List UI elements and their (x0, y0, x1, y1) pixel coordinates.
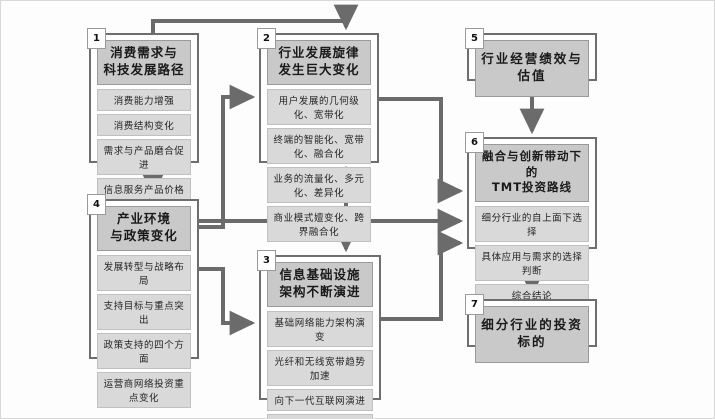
node-2[interactable]: 2 行业发展旋律 发生巨大变化 用户发展的几何级化、宽带化 终端的智能化、宽带化… (257, 28, 379, 242)
node-2-badge: 2 (257, 28, 276, 49)
node-3-title-line1: 信息基础设施 (279, 267, 361, 282)
node-4-title: 产业环境 与政策变化 (97, 206, 191, 251)
node-7-title-line1: 细分行业的投资标的 (481, 317, 583, 349)
node-6-title-line1: 融合与创新带动下的 (482, 149, 582, 179)
wire-2-to-6 (379, 97, 464, 204)
node-6-row-2[interactable]: 具体应用与需求的选择判断 (475, 244, 589, 281)
node-1-badge: 1 (87, 28, 106, 49)
node-2-title: 行业发展旋律 发生巨大变化 (267, 40, 371, 85)
wire-1-to-2 (151, 4, 359, 33)
node-1-title: 消费需求与 科技发展路径 (97, 40, 191, 85)
node-5[interactable]: 5 行业经营绩效与估值 (465, 28, 597, 97)
node-3[interactable]: 3 信息基础设施 架构不断演进 基础网络能力架构演变 光纤和无线宽带趋势加速 向… (257, 250, 381, 418)
wire-3-to-6 (381, 230, 464, 321)
node-5-badge: 5 (465, 28, 484, 49)
node-1[interactable]: 1 消费需求与 科技发展路径 消费能力增强 消费结构变化 需求与产品磨合促进 信… (87, 28, 199, 214)
node-4-badge: 4 (87, 194, 106, 215)
node-6-badge: 6 (465, 132, 484, 153)
node-1-title-line1: 消费需求与 (110, 45, 178, 60)
node-1-rows: 消费能力增强 消费结构变化 需求与产品磨合促进 信息服务产品价格下降 (97, 88, 191, 214)
wire-4-to-2 (199, 84, 256, 229)
node-3-title-line2: 架构不断演进 (279, 283, 361, 299)
node-4[interactable]: 4 产业环境 与政策变化 发展转型与战略布局 支持目标与重点突出 政策支持的四个… (87, 194, 199, 408)
node-2-title-line2: 发生巨大变化 (278, 61, 360, 77)
node-2-row-3[interactable]: 业务的流量化、多元化、差异化 (267, 166, 371, 203)
node-4-row-4[interactable]: 运营商网络投资重点变化 (97, 371, 191, 408)
node-5-title-line1: 行业经营绩效与估值 (481, 51, 583, 83)
node-2-title-line1: 行业发展旋律 (278, 45, 360, 60)
node-4-row-3[interactable]: 政策支持的四个方面 (97, 332, 191, 369)
wire-4-to-3 (199, 267, 256, 336)
node-6-row-1[interactable]: 细分行业的自上面下选择 (475, 205, 589, 242)
node-2-row-1[interactable]: 用户发展的几何级化、宽带化 (267, 88, 371, 125)
node-4-title-line2: 与政策变化 (110, 227, 178, 243)
node-5-title: 行业经营绩效与估值 (475, 40, 589, 97)
node-2-row-2[interactable]: 终端的智能化、宽带化、融合化 (267, 127, 371, 164)
node-3-row-4[interactable]: 全球基础设施建设重点变化 (267, 413, 373, 418)
node-7[interactable]: 7 细分行业的投资标的 (465, 294, 597, 363)
node-6-rows: 细分行业的自上面下选择 具体应用与需求的选择判断 综合结论 (475, 205, 589, 306)
node-7-title: 细分行业的投资标的 (475, 306, 589, 363)
node-3-row-1[interactable]: 基础网络能力架构演变 (267, 310, 373, 347)
node-3-row-2[interactable]: 光纤和无线宽带趋势加速 (267, 349, 373, 386)
node-2-row-4[interactable]: 商业模式嬗变化、跨界融合化 (267, 205, 371, 242)
node-1-row-1[interactable]: 消费能力增强 (97, 88, 191, 111)
node-1-row-3[interactable]: 需求与产品磨合促进 (97, 138, 191, 175)
node-4-title-line1: 产业环境 (116, 211, 171, 226)
node-3-title: 信息基础设施 架构不断演进 (267, 262, 373, 307)
node-3-row-3[interactable]: 向下一代互联网演进 (267, 388, 373, 411)
node-3-badge: 3 (257, 250, 276, 271)
node-1-title-line2: 科技发展路径 (103, 61, 185, 77)
node-6-title: 融合与创新带动下的 TMT投资路线 (475, 144, 589, 202)
node-2-rows: 用户发展的几何级化、宽带化 终端的智能化、宽带化、融合化 业务的流量化、多元化、… (267, 88, 371, 242)
node-4-rows: 发展转型与战略布局 支持目标与重点突出 政策支持的四个方面 运营商网络投资重点变… (97, 254, 191, 408)
node-3-rows: 基础网络能力架构演变 光纤和无线宽带趋势加速 向下一代互联网演进 全球基础设施建… (267, 310, 373, 418)
node-6[interactable]: 6 融合与创新带动下的 TMT投资路线 细分行业的自上面下选择 具体应用与需求的… (465, 132, 597, 306)
node-7-badge: 7 (465, 294, 484, 315)
node-4-row-2[interactable]: 支持目标与重点突出 (97, 293, 191, 330)
node-6-title-line2: TMT投资路线 (491, 180, 573, 195)
node-1-row-2[interactable]: 消费结构变化 (97, 113, 191, 136)
node-4-row-1[interactable]: 发展转型与战略布局 (97, 254, 191, 291)
